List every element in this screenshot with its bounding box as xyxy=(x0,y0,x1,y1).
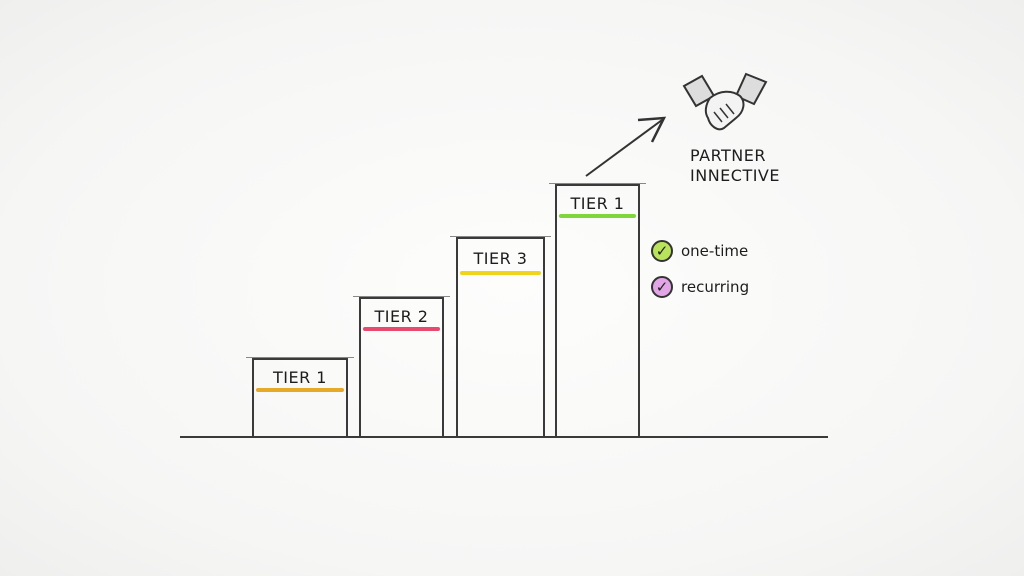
tier-bar-2: TIER 2 xyxy=(353,296,450,437)
tier-bar-4: TIER 1 xyxy=(549,183,646,437)
legend-one-time: ✓ one-time xyxy=(651,240,748,262)
legend-label: one-time xyxy=(681,242,749,260)
arrow-up-right-icon xyxy=(585,116,667,177)
check-icon: ✓ xyxy=(651,276,673,298)
title-line-2: INNECTIVE xyxy=(690,166,780,185)
tier-label: TIER 3 xyxy=(473,249,528,268)
handshake-icon xyxy=(682,72,768,131)
check-icon: ✓ xyxy=(651,240,673,262)
tier-highlight xyxy=(559,214,636,218)
title-line-1: PARTNER xyxy=(690,146,766,165)
tier-highlight xyxy=(363,327,440,331)
legend-label: recurring xyxy=(681,278,750,296)
baseline xyxy=(180,436,828,438)
tier-highlight xyxy=(256,388,344,392)
tier-highlight xyxy=(460,271,541,275)
tier-label: TIER 2 xyxy=(374,307,429,326)
partner-incentive-title: PARTNER INNECTIVE xyxy=(690,146,780,186)
legend-recurring: ✓ recurring xyxy=(651,276,749,298)
tier-bar-3: TIER 3 xyxy=(450,236,551,437)
tier-label: TIER 1 xyxy=(273,368,327,387)
tier-label: TIER 1 xyxy=(570,194,625,213)
tier-bar-1: TIER 1 xyxy=(246,357,354,437)
